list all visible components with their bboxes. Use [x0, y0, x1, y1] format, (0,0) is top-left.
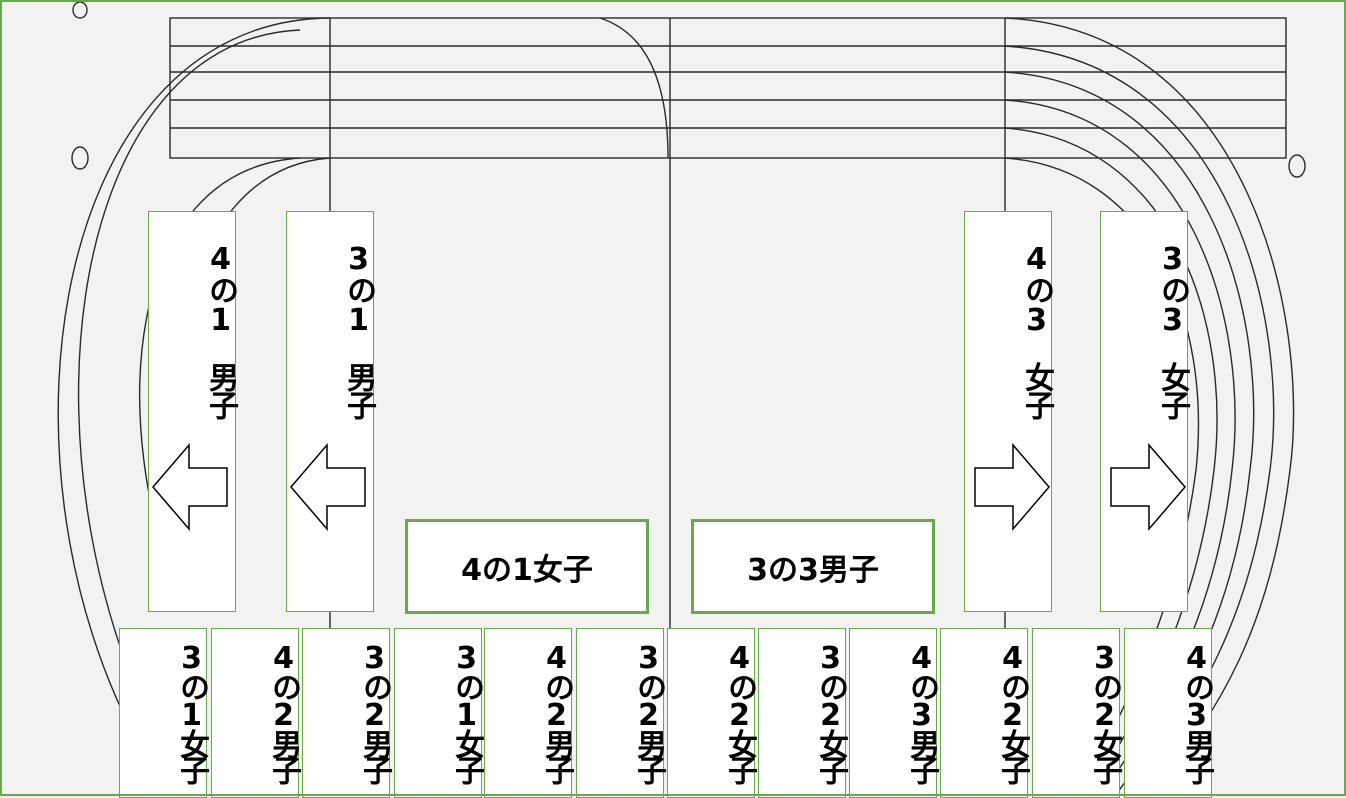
left-curve	[77, 29, 301, 771]
bottom-group-label: 3の2男子	[357, 641, 392, 781]
bottom-group-label: 3の1女子	[449, 641, 484, 781]
bottom-group-label: 4の3男子	[904, 641, 939, 781]
bottom-group: 4の3男子	[849, 628, 939, 798]
bottom-group: 3の2男子	[576, 628, 666, 798]
right-arrow-icon	[1110, 442, 1186, 532]
bottom-group: 3の2男子	[302, 628, 392, 798]
bottom-group: 3の2女子	[1032, 628, 1122, 798]
stagger-curve	[599, 17, 669, 159]
bottom-group-label: 3の1女子	[174, 641, 209, 781]
bottom-group: 3の1女子	[119, 628, 209, 798]
bottom-group: 4の2男子	[484, 628, 574, 798]
left-arrow-icon	[290, 442, 366, 532]
center-group-4-1-girls: 4の1女子	[405, 519, 649, 614]
right-curve	[1004, 17, 1295, 796]
bottom-group: 3の2女子	[758, 628, 848, 798]
oval-marker	[1288, 154, 1306, 178]
bottom-group-label: 3の2女子	[1087, 641, 1122, 781]
left-curve	[57, 17, 331, 781]
bottom-group-label: 3の2女子	[813, 641, 848, 781]
right-arrow-icon	[974, 442, 1050, 532]
bottom-group: 3の1女子	[394, 628, 484, 798]
bottom-group-label: 4の2女子	[722, 641, 757, 781]
bottom-group-label: 4の3男子	[1179, 641, 1214, 781]
bottom-group: 4の2女子	[940, 628, 1030, 798]
left-arrow-icon	[152, 442, 228, 532]
bottom-group: 4の2男子	[211, 628, 301, 798]
bottom-group-label: 4の2女子	[995, 641, 1030, 781]
bottom-group-label: 4の2男子	[266, 641, 301, 781]
center-group-3-3-boys: 3の3男子	[691, 519, 935, 614]
oval-marker	[72, 1, 88, 19]
bottom-group: 4の3男子	[1124, 628, 1214, 798]
straight-lanes	[169, 17, 1287, 159]
oval-marker	[71, 146, 89, 170]
bottom-group-label: 4の2男子	[539, 641, 574, 781]
bottom-group-label: 3の2男子	[631, 641, 666, 781]
bottom-group: 4の2女子	[667, 628, 757, 798]
